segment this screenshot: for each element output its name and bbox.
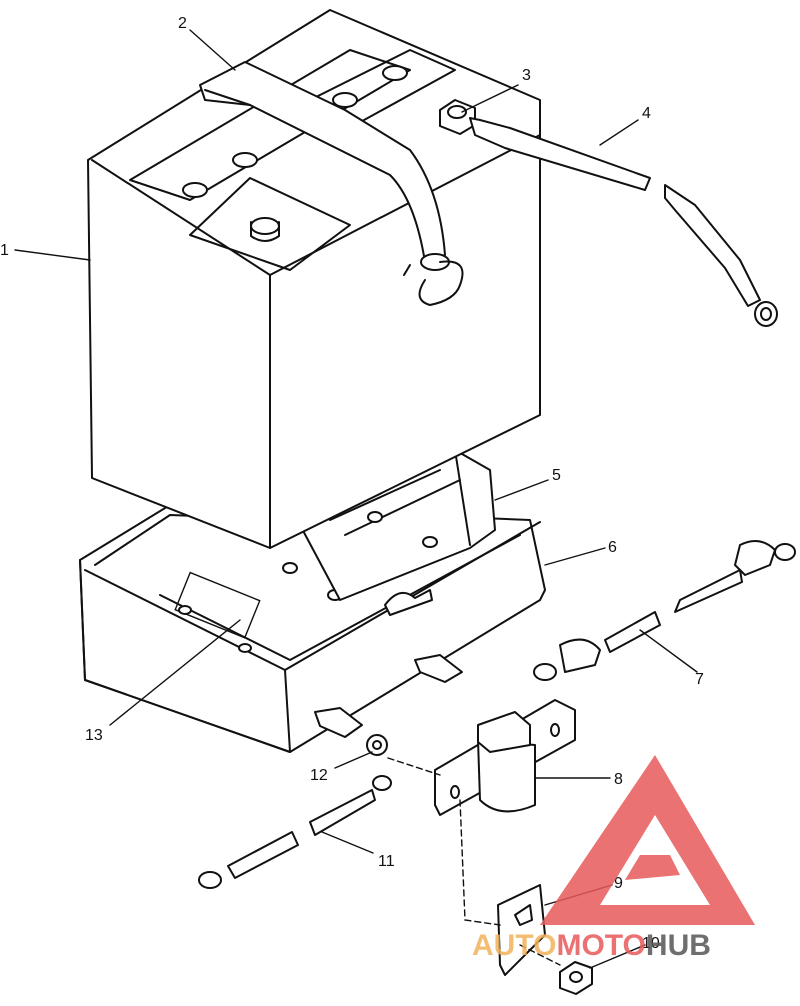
watermark-hub: HUB [646,929,711,962]
callout-labels: 1 2 3 4 5 6 7 8 9 10 11 12 13 [0,15,704,952]
callout-10: 10 [642,935,660,952]
callout-6: 6 [608,539,617,556]
callout-5: 5 [552,467,561,484]
mounting-studs [314,654,463,738]
small-bracket [497,884,546,976]
svg-text:AUTOMOTOHUB: AUTOMOTOHUB [472,929,711,962]
watermark-triangle-icon [540,755,755,925]
callout-9: 9 [614,875,623,892]
callout-13: 13 [85,727,103,744]
callout-2: 2 [178,15,187,32]
solenoid [434,699,576,816]
watermark: AUTOMOTOHUB [472,755,755,962]
callout-3: 3 [522,67,531,84]
callout-7: 7 [695,671,704,688]
battery-tray [79,504,546,753]
star-washer [366,734,388,756]
alignment-lines [387,757,561,966]
watermark-moto: MOTO [556,929,645,962]
hex-nut [559,961,593,995]
callout-12: 12 [310,767,328,784]
ground-cable [533,540,796,681]
watermark-inner-mark-icon [625,855,680,880]
callout-11: 11 [378,853,395,870]
short-cable [198,775,392,889]
watermark-auto: AUTO [472,929,556,962]
positive-cable [439,99,778,327]
callout-8: 8 [614,771,623,788]
callout-1: 1 [0,242,9,259]
callout-4: 4 [642,105,651,122]
battery-strap [199,61,464,306]
